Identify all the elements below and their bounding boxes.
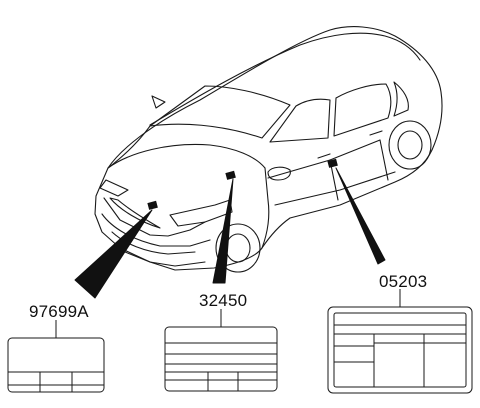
car-headlight-left bbox=[99, 179, 129, 197]
car-quarter-window bbox=[393, 81, 409, 117]
car-front-side-window bbox=[269, 98, 331, 143]
car-grille bbox=[109, 197, 161, 229]
label-05203 bbox=[327, 306, 473, 394]
label-location-marker bbox=[225, 170, 236, 180]
car-windshield bbox=[149, 85, 291, 139]
car-door-handle bbox=[317, 153, 331, 159]
car-front-wheel bbox=[215, 223, 261, 273]
leader-wedge bbox=[212, 178, 234, 284]
part-number-label: 97699A bbox=[29, 302, 89, 321]
car-rear-wheel bbox=[388, 120, 432, 170]
leader-wedge bbox=[335, 167, 386, 265]
car-hood bbox=[107, 143, 266, 169]
part-number-label: 05203 bbox=[379, 272, 428, 291]
car-rear-side-window bbox=[333, 83, 392, 137]
label-location-marker bbox=[327, 158, 338, 168]
car-antenna bbox=[151, 95, 166, 109]
leader-wedge bbox=[74, 209, 153, 299]
part-number-label: 32450 bbox=[199, 291, 248, 310]
label-location-marker bbox=[147, 200, 158, 210]
car-headlight-right bbox=[169, 199, 233, 227]
label-97699A bbox=[7, 337, 105, 393]
car-side-mirror bbox=[267, 166, 291, 181]
car-rear-door bbox=[329, 139, 389, 181]
car-roofline bbox=[149, 32, 421, 126]
label-32450 bbox=[164, 326, 278, 392]
